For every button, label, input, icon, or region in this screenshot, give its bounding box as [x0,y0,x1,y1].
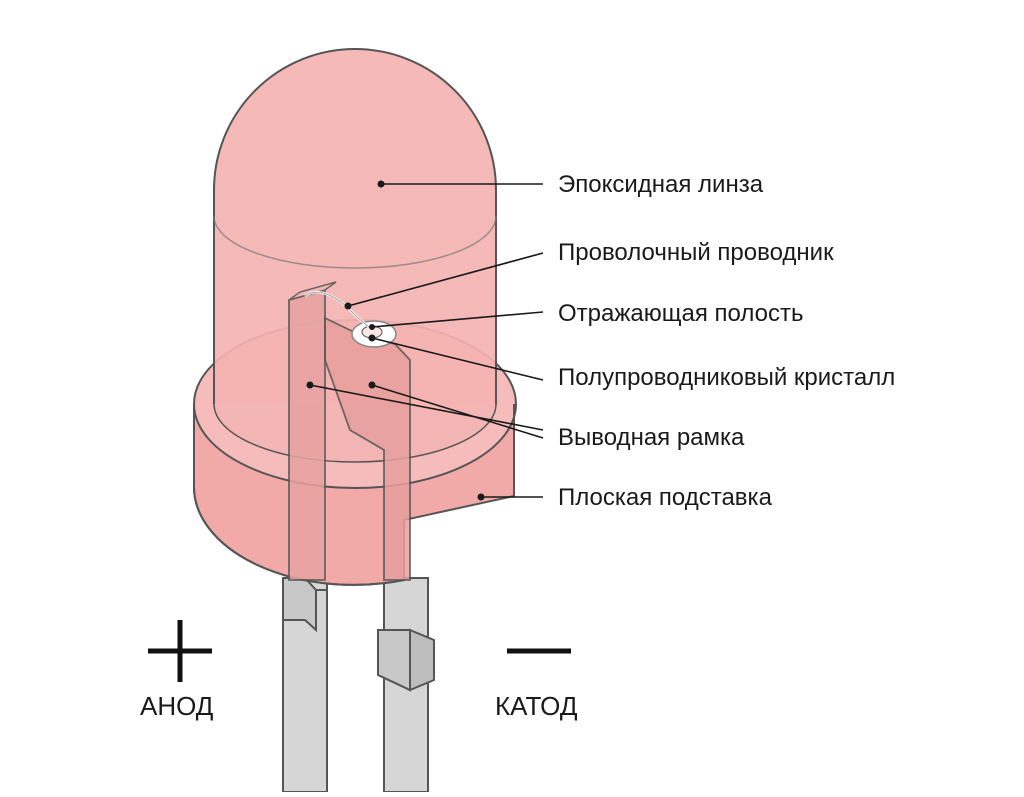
callout-dots [306,180,485,501]
anode-lead [282,577,328,793]
anode-plus-icon [148,620,212,682]
label-semiconductor-die: Полупроводниковый кристалл [558,364,896,391]
label-epoxy-lens: Эпоксидная линза [558,171,764,198]
cathode-label: КАТОД [495,691,578,721]
label-lead-frame: Выводная рамка [558,424,745,451]
cathode-lead [377,577,435,793]
label-flat-spot: Плоская подставка [558,484,772,511]
label-reflective-cavity: Отражающая полость [558,300,804,327]
label-wire-bond: Проволочный проводник [558,239,834,266]
callout-lines [309,183,544,498]
epoxy-body [213,48,497,463]
anode-label: АНОД [140,691,214,721]
